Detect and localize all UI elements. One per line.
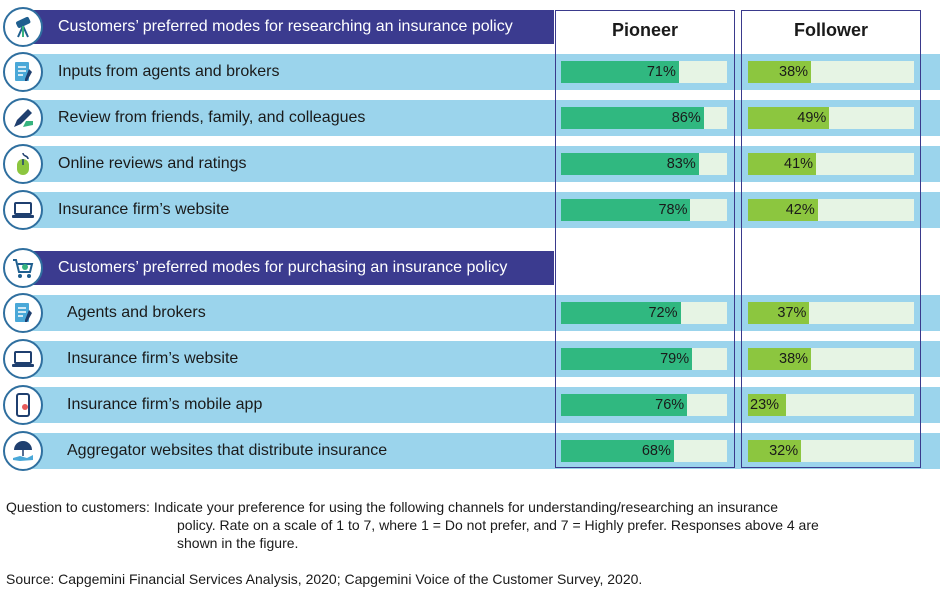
follower-column-title: Follower [793,20,868,40]
laptop-icon [3,339,43,379]
telescope-icon [3,7,43,47]
pioneer-bar-track: 79% [561,348,727,370]
pioneer-bar-value: 68% [641,443,671,459]
pioneer-bar [561,107,704,129]
pioneer-bar-value: 76% [655,397,685,413]
pioneer-bar-value: 72% [648,305,678,321]
row-label: Insurance firm’s website [58,201,230,218]
pioneer-bar-track: 72% [561,302,727,324]
follower-bar-value: 37% [777,305,807,321]
shopping-cart-icon [3,248,43,288]
follower-bar-value: 38% [779,64,809,80]
follower-bar [748,440,802,462]
row-label: Insurance firm’s mobile app [67,396,263,413]
follower-bar-track: 38% [748,61,914,83]
pioneer-bar [561,440,674,462]
footnote-question: Question to customers: Indicate your pre… [6,498,778,516]
laptop-icon [3,190,43,230]
follower-bar-value: 38% [779,351,809,367]
umbrella-hand-icon [3,431,43,471]
pioneer-bar [561,199,691,221]
follower-bar-track: 37% [748,302,914,324]
follower-bar [748,107,830,129]
pioneer-bar-value: 79% [660,351,690,367]
document-pen-icon [3,293,43,333]
follower-bar [748,199,818,221]
row-label: Agents and brokers [67,304,206,321]
follower-bar [748,394,787,416]
follower-bar-track: 32% [748,440,914,462]
question-text-line1: Indicate your preference for using the f… [153,499,779,515]
pioneer-bar-track: 86% [561,107,727,129]
follower-bar-track: 42% [748,199,914,221]
pioneer-bar [561,394,688,416]
follower-bar-track: 41% [748,153,914,175]
source-note: Source: Capgemini Financial Services Ana… [6,571,643,587]
follower-bar-value: 32% [769,443,799,459]
follower-bar [748,348,812,370]
mobile-phone-icon [3,385,43,425]
pioneer-bar-value: 83% [666,156,696,172]
follower-bar-value: 23% [750,397,780,413]
row-label: Aggregator websites that distribute insu… [67,442,388,459]
pioneer-bar-track: 71% [561,61,727,83]
pioneer-bar [561,61,679,83]
row-label: Insurance firm’s website [67,350,239,367]
pioneer-bar-track: 83% [561,153,727,175]
follower-bar-track: 38% [748,348,914,370]
follower-bar-track: 23% [748,394,914,416]
question-label: Question to customers: [6,499,150,515]
follower-bar [748,302,810,324]
table-row: Aggregator websites that distribute insu… [20,433,940,469]
mouse-icon [3,144,43,184]
pioneer-bar [561,348,693,370]
question-text-line3: shown in the figure. [177,535,299,551]
pioneer-bar-value: 86% [671,110,701,126]
follower-bar-value: 49% [797,110,827,126]
row-label: Review from friends, family, and colleag… [58,109,366,126]
follower-bar-value: 42% [785,202,815,218]
pioneer-bar-track: 78% [561,199,727,221]
follower-bar [748,153,817,175]
pioneer-bar-track: 76% [561,394,727,416]
pioneer-bar [561,153,699,175]
follower-bar [748,61,812,83]
section-header-purchasing: Customers’ preferred modes for purchasin… [20,251,554,285]
pioneer-column-title: Pioneer [611,20,679,40]
follower-bar-track: 49% [748,107,914,129]
question-text-line2: policy. Rate on a scale of 1 to 7, where… [177,517,819,533]
pen-writing-icon [3,98,43,138]
follower-bar-value: 41% [784,156,814,172]
document-pen-icon [3,52,43,92]
row-label: Inputs from agents and brokers [58,63,280,80]
pioneer-bar [561,302,681,324]
pioneer-bar-value: 71% [646,64,676,80]
pioneer-bar-value: 78% [658,202,688,218]
pioneer-bar-track: 68% [561,440,727,462]
section-header-researching: Customers’ preferred modes for researchi… [20,10,554,44]
row-label: Online reviews and ratings [58,155,247,172]
